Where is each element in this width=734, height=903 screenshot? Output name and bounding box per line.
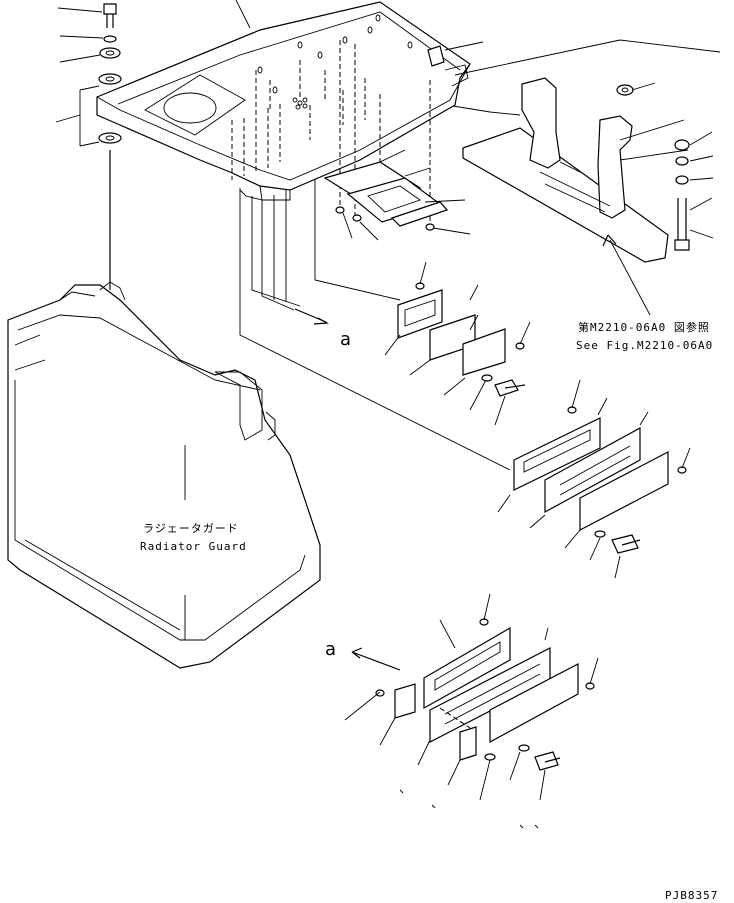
see-fig-en-label: See Fig.M2210-06A0	[576, 339, 713, 352]
frame-dashed-guides	[231, 40, 431, 225]
clip-leader-line	[444, 41, 484, 51]
radiator-guard-en-label: Radiator Guard	[140, 540, 247, 553]
radiator-guard	[7, 281, 321, 669]
top-leader-line	[235, 0, 251, 29]
mid-tray-plate	[323, 149, 471, 241]
see-fig-jp-label: 第M2210-06A0 図参照	[578, 320, 710, 334]
main-support-frame	[96, 1, 471, 201]
guide-lines	[239, 180, 511, 471]
arrow-label-a-upper: a	[340, 329, 351, 350]
seal-set-small	[384, 261, 531, 426]
right-frame-assembly	[452, 39, 721, 316]
arrow-label-a-lower: a	[325, 639, 336, 660]
top-left-fastener-stack	[55, 3, 122, 290]
radiator-guard-jp-label: ラジェータガード	[143, 522, 239, 535]
seal-set-lower	[344, 593, 599, 829]
drawing-number: PJB8357	[665, 889, 718, 902]
seal-set-mid	[497, 379, 691, 579]
frame-holes	[257, 14, 413, 94]
small-screw-cluster	[292, 97, 308, 110]
